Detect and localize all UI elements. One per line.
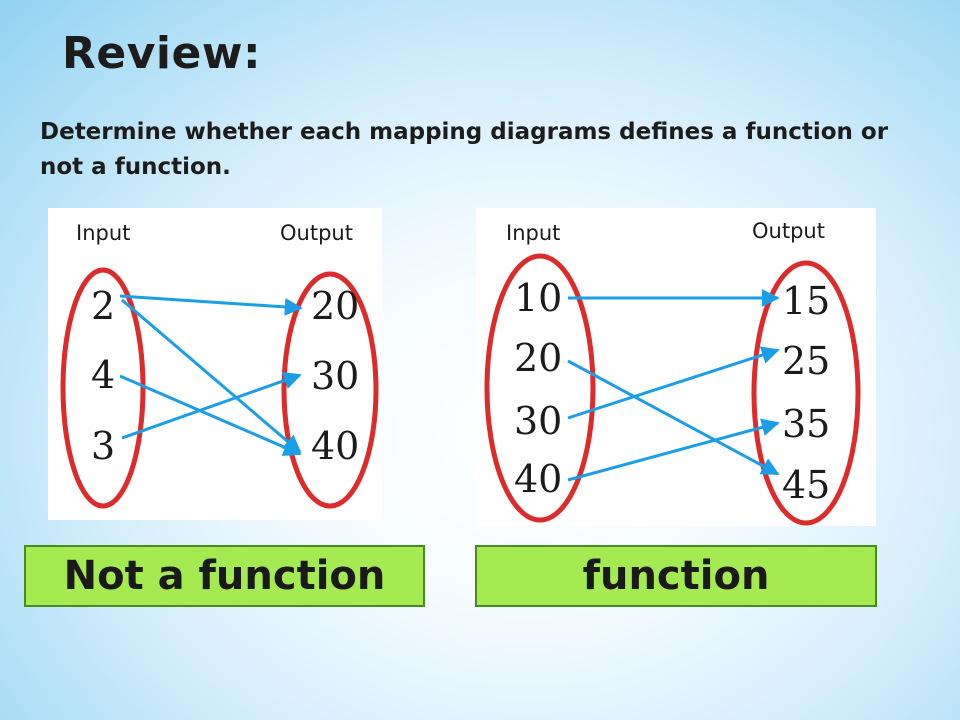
input-value: 3 (91, 424, 115, 468)
mapping-diagram-1: Input Output 2 4 3 20 30 40 (48, 208, 382, 520)
input-label: Input (76, 221, 130, 245)
output-value: 20 (311, 284, 359, 328)
mapping-arrow (567, 346, 780, 420)
output-value: 15 (782, 279, 830, 323)
mapping-diagram-2-svg: Input Output 10 20 30 40 15 25 35 45 (484, 219, 861, 526)
input-value: 30 (514, 399, 562, 443)
mapping-arrow (121, 298, 302, 454)
input-oval (60, 267, 146, 509)
mapping-arrow (567, 418, 780, 482)
mapping-arrow (121, 371, 302, 440)
output-value: 35 (782, 402, 830, 446)
output-oval (281, 271, 379, 509)
output-value: 25 (782, 339, 830, 383)
answer-label-not-a-function: Not a function (24, 545, 425, 607)
output-oval (751, 260, 861, 526)
input-value: 2 (91, 284, 115, 328)
mapping-arrow (567, 359, 780, 476)
mapping-diagram-2: Input Output 10 20 30 40 15 25 35 45 (476, 208, 876, 526)
mapping-arrow (119, 294, 303, 316)
output-value: 30 (311, 354, 359, 398)
input-value: 20 (514, 336, 562, 380)
output-value: 40 (311, 424, 359, 468)
input-oval (484, 253, 596, 523)
output-label: Output (280, 221, 353, 245)
output-label: Output (752, 219, 825, 243)
output-value: 45 (782, 463, 830, 507)
instruction-text: Determine whether each mapping diagrams … (40, 119, 889, 180)
mapping-diagram-1-svg: Input Output 2 4 3 20 30 40 (60, 221, 379, 509)
input-value: 4 (91, 353, 115, 397)
input-value: 10 (514, 276, 562, 320)
page-title: Review: (62, 28, 262, 79)
mapping-arrow (119, 374, 302, 456)
answer-label-function: function (475, 545, 877, 607)
input-label: Input (506, 221, 560, 245)
input-value: 40 (514, 457, 562, 501)
